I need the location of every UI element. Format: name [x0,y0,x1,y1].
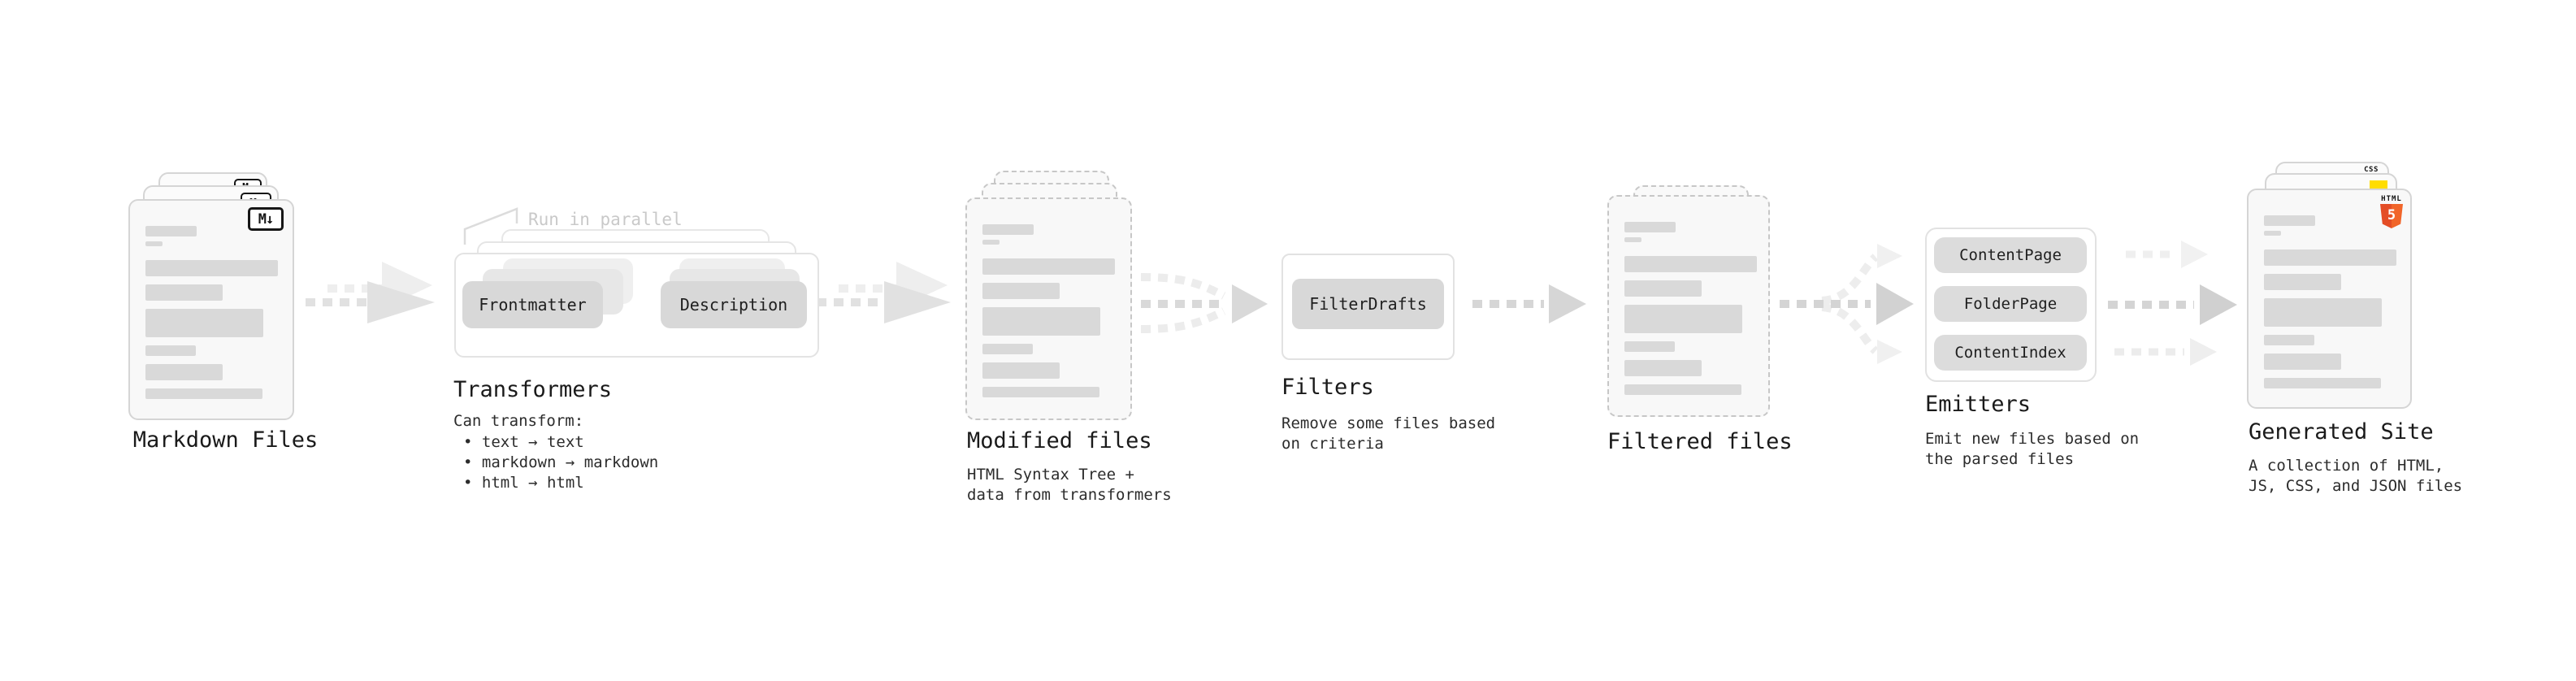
transformers-bullet: • html → html [463,474,584,492]
placeholder-bar [2264,249,2396,266]
placeholder-bar [1624,237,1641,242]
transformers-bullet: • text → text [463,433,584,451]
file-card-front [1607,195,1770,417]
transformers-desc-heading: Can transform: [453,412,584,430]
html5-icon-number: 5 [2387,206,2396,223]
placeholder-bar [1624,256,1757,272]
filters-desc-line: on criteria [1281,435,1384,453]
stage-label-modified: Modified files [967,428,1152,453]
html5-icon-label: HTML [2381,195,2402,203]
html5-icon-shield: 5 [2380,204,2403,228]
placeholder-bar [1624,341,1675,352]
placeholder-bar [1624,222,1676,232]
placeholder-bar [145,388,262,399]
emitters-desc-line: the parsed files [1925,450,2075,468]
placeholder-bar [2264,378,2381,388]
generated-desc-line: A collection of HTML, [2249,457,2444,475]
placeholder-bar [145,364,223,380]
chip-contentpage-label: ContentPage [1959,246,2062,264]
note-run-in-parallel: Run in parallel [528,210,683,229]
placeholder-bar [145,260,278,276]
arrow-modified-to-filters [1140,273,1268,333]
chip-contentindex-label: ContentIndex [1954,344,2066,362]
file-card-front: HTML 5 [2247,189,2412,409]
placeholder-bar [2264,298,2382,327]
placeholder-bar [2264,231,2281,236]
chip-description-label: Description [679,295,788,314]
placeholder-bar [145,309,263,337]
placeholder-bar [982,387,1099,397]
arrow-emitters-to-generated [2108,241,2237,366]
placeholder-bar [1624,384,1741,395]
file-content-placeholder [2264,215,2396,388]
placeholder-bar [1624,305,1742,333]
placeholder-bar [2264,274,2341,290]
placeholder-bar [1624,280,1702,297]
file-content-placeholder [1624,222,1757,395]
file-card-front: M↓ [128,199,294,420]
chip-contentindex: ContentIndex [1934,335,2087,371]
modified-desc-line: HTML Syntax Tree + [967,466,1134,484]
placeholder-bar [145,345,196,356]
chip-folderpage-label: FolderPage [1963,295,2058,313]
chip-filterdrafts-label: FilterDrafts [1309,294,1427,314]
placeholder-bar [145,284,223,301]
placeholder-bar [2264,215,2315,226]
stage-label-filters: Filters [1281,375,1374,400]
file-content-placeholder [145,226,278,399]
placeholder-bar [1624,360,1702,376]
file-card-front [965,197,1132,420]
placeholder-bar [982,283,1060,299]
markdown-icon-label: M↓ [258,210,275,228]
stage-label-generated: Generated Site [2249,419,2434,445]
placeholder-bar [982,307,1100,336]
arrow-filters-to-filtered [1472,284,1586,323]
placeholder-bar [982,240,1000,245]
html5-icon: HTML 5 [2379,195,2404,228]
chip-filterdrafts: FilterDrafts [1292,279,1444,329]
arrow-markdown-to-transformers [306,262,435,323]
placeholder-bar [982,224,1034,235]
placeholder-bar [982,258,1115,275]
arrow-transformers-to-modified [817,262,951,323]
transformers-bullet: • markdown → markdown [463,453,659,471]
chip-frontmatter-label: Frontmatter [479,295,587,314]
chip-folderpage: FolderPage [1934,286,2087,322]
generated-desc-line: JS, CSS, and JSON files [2249,477,2463,495]
placeholder-bar [145,226,197,236]
modified-desc-line: data from transformers [967,486,1172,504]
chip-frontmatter: Frontmatter [462,281,603,328]
stage-label-transformers: Transformers [453,377,613,402]
placeholder-bar [982,344,1033,354]
filters-desc-line: Remove some files based [1281,414,1496,432]
arrow-filtered-to-emitters [1780,244,1914,364]
file-content-placeholder [982,224,1115,397]
placeholder-bar [145,241,163,246]
chip-description: Description [661,281,807,328]
stage-label-emitters: Emitters [1925,392,2032,417]
chip-contentpage: ContentPage [1934,237,2087,273]
css-icon-label: CSS [2364,166,2379,174]
emitters-desc-line: Emit new files based on [1925,430,2140,448]
markdown-icon: M↓ [248,207,284,231]
placeholder-bar [2264,335,2314,345]
placeholder-bar [2264,354,2341,370]
placeholder-bar [982,362,1060,379]
stage-label-filtered: Filtered files [1607,429,1793,454]
stage-label-markdown: Markdown Files [132,427,319,453]
